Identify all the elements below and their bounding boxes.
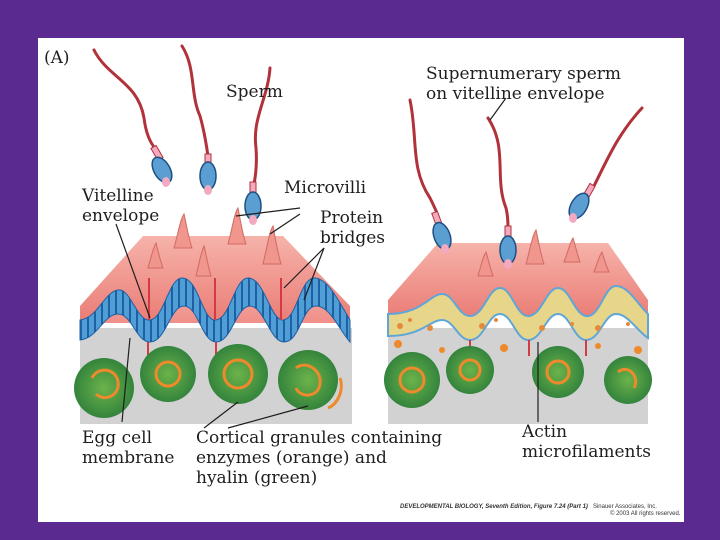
label-microvilli: Microvilli	[284, 178, 367, 198]
label-actin-microfilaments: Actin microfilaments	[522, 422, 652, 462]
figure-card: (A) Sperm Supernumerary sperm on vitelli…	[38, 38, 684, 522]
panel-label: (A)	[44, 48, 70, 68]
label-sperm: Sperm	[226, 82, 283, 102]
right-vitelline-front	[388, 243, 648, 317]
label-protein-bridges: Protein bridges	[320, 208, 385, 248]
right-perivitelline-layer	[387, 284, 649, 342]
right-egg-block	[384, 228, 652, 424]
left-blue-layer	[79, 277, 351, 344]
label-vitelline-envelope: Vitelline envelope	[82, 186, 160, 226]
label-supernumerary-sperm: Supernumerary sperm on vitelline envelop…	[426, 64, 622, 104]
label-egg-cell-membrane: Egg cell membrane	[82, 428, 175, 468]
leader-lines	[115, 97, 539, 429]
figure-credit: DEVELOPMENTAL BIOLOGY, Seventh Edition, …	[400, 504, 681, 517]
fertilization-diagram	[74, 44, 652, 429]
left-egg-block	[74, 206, 352, 424]
label-cortical-granules: Cortical granules containing enzymes (or…	[196, 428, 443, 488]
left-cortical-granules	[74, 344, 343, 418]
right-cortical-granules	[384, 340, 652, 408]
sperm-group	[92, 44, 644, 269]
